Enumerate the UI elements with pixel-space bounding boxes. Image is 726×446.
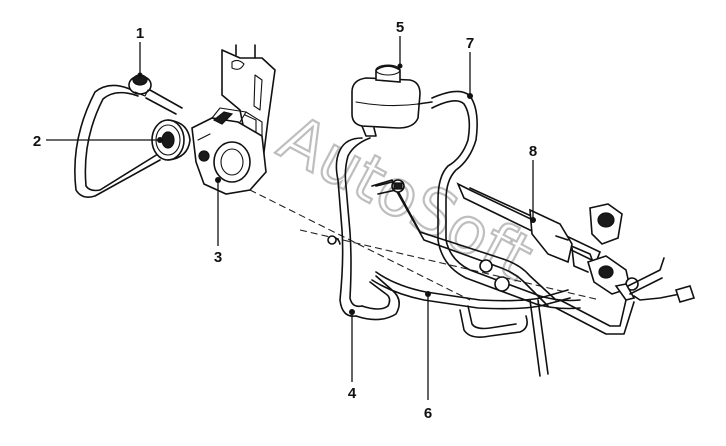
fluid-reservoir <box>351 64 433 137</box>
drive-belt <box>74 84 183 198</box>
callout-3: 3 <box>214 249 222 266</box>
callout-5: 5 <box>396 19 404 36</box>
pressure-hose <box>327 179 571 377</box>
callout-4: 4 <box>348 385 357 402</box>
mounting-bolts <box>375 179 510 292</box>
steering-rack <box>456 182 696 335</box>
svg-text:AutoSoft: AutoSoft <box>267 101 544 295</box>
callout-leaders <box>46 36 536 400</box>
callout-8: 8 <box>529 143 537 160</box>
watermark-logo: AutoSoft <box>266 100 546 297</box>
callout-7: 7 <box>466 35 474 52</box>
tensioner-roller <box>128 74 152 97</box>
callout-labels: 1 2 3 4 5 6 7 8 <box>33 19 537 422</box>
callout-1: 1 <box>136 25 144 42</box>
pump-bracket <box>221 44 276 169</box>
callout-6: 6 <box>424 405 432 422</box>
callout-2: 2 <box>33 133 41 150</box>
suction-hose <box>335 137 400 321</box>
power-steering-pump <box>191 107 267 195</box>
